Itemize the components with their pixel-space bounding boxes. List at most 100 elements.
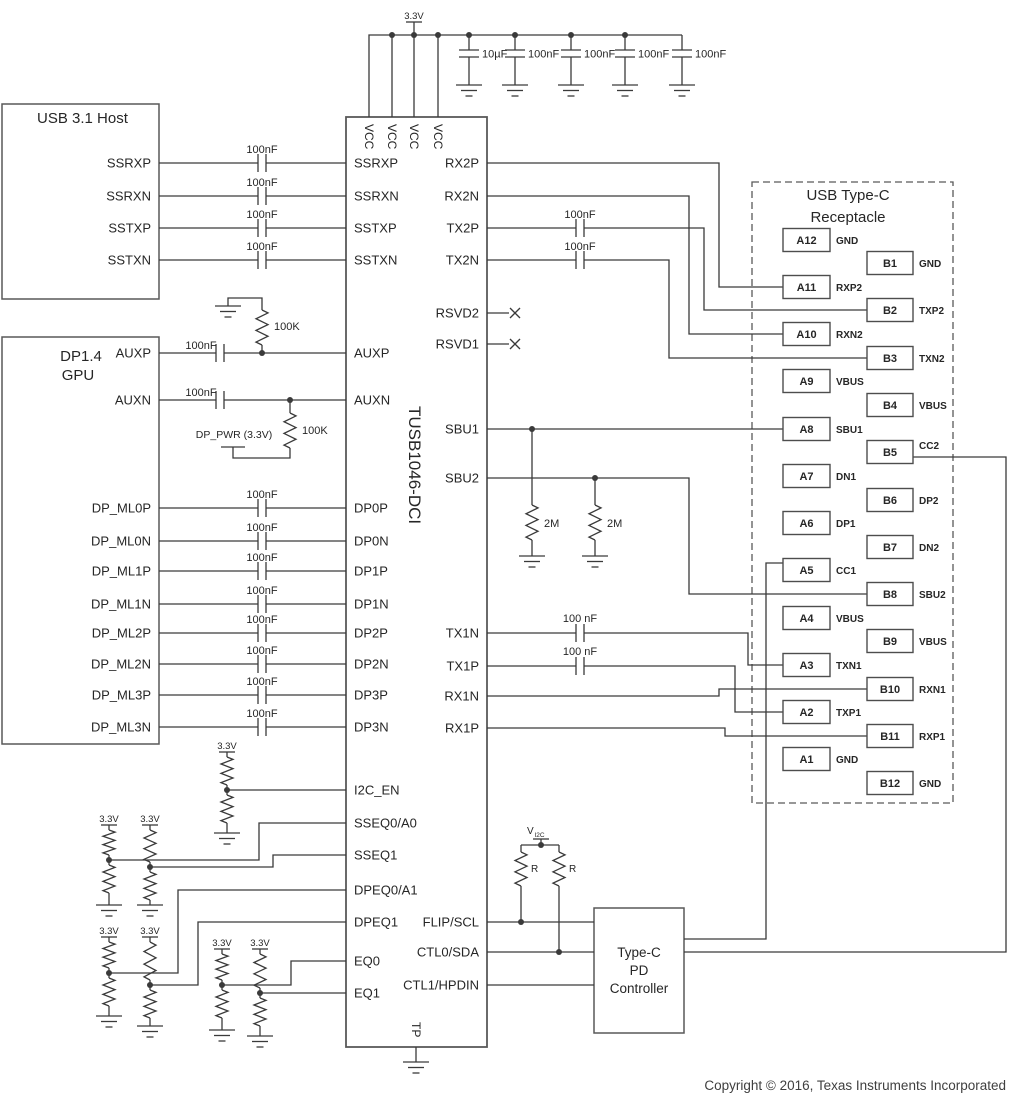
receptacle-signal-b12: GND — [919, 779, 941, 790]
receptacle-pin-b5: B5 — [883, 447, 897, 459]
strap-top-resistor — [252, 953, 268, 989]
auxn-pull-resistor — [282, 412, 298, 449]
supply-label: 3.3V — [250, 938, 270, 949]
receptacle-pin-box-a5 — [782, 557, 831, 583]
receptacle-pin-b8: B8 — [883, 589, 897, 601]
receptacle-signal-a9: VBUS — [836, 377, 864, 388]
scl-pullup-resistor — [513, 851, 529, 887]
receptacle-signal-b5: CC2 — [919, 441, 939, 452]
host-pin-ssrxp: SSRXP — [107, 156, 151, 171]
cap-value: 100nF — [185, 340, 216, 352]
ic-pin-tx1n: TX1N — [446, 626, 479, 641]
usb-host-title: USB 3.1 Host — [37, 110, 129, 127]
cap-value: 100nF — [246, 489, 277, 501]
receptacle-pin-box-b10 — [866, 676, 914, 702]
receptacle-signal-b10: RXN1 — [919, 685, 946, 696]
receptacle-signal-a7: DN1 — [836, 472, 856, 483]
usb-host-box — [1, 103, 160, 300]
receptacle-pin-b1: B1 — [883, 258, 897, 270]
pd-controller-box — [593, 907, 685, 1034]
wire-rx2n — [487, 195, 783, 335]
ic-pin-i2c_en: I2C_EN — [354, 783, 400, 798]
cap-value: 100nF — [246, 614, 277, 626]
ic-pin-dpeq1: DPEQ1 — [354, 915, 398, 930]
receptacle-pin-box-b12 — [866, 770, 914, 796]
i2cen-bottom-resistor — [219, 794, 235, 824]
receptacle-signal-b9: VBUS — [919, 637, 947, 648]
strap-top-resistor — [101, 829, 117, 856]
vi2c-sub-label: I2C — [535, 832, 545, 839]
cap-value: 100nF — [246, 144, 277, 156]
wire-cc2 — [684, 456, 1007, 953]
receptacle-pin-a11: A11 — [797, 282, 817, 294]
gpu-title-1: DP1.4 — [60, 348, 102, 365]
junction-dot — [389, 32, 395, 38]
cap-value: 100 nF — [563, 646, 598, 658]
receptacle-pin-a5: A5 — [799, 565, 813, 577]
receptacle-pin-box-a6 — [782, 510, 831, 536]
cap-value: 100nF — [185, 387, 216, 399]
supply-label: 3.3V — [404, 11, 424, 22]
ic-pin-rx1n: RX1N — [444, 689, 479, 704]
strap-top-resistor — [214, 953, 230, 981]
cap-value: 100nF — [246, 645, 277, 657]
auxn-pull-value: 100K — [302, 425, 328, 437]
receptacle-pin-b6: B6 — [883, 495, 897, 507]
ic-pin-auxn: AUXN — [354, 393, 390, 408]
strap-bottom-resistor — [142, 989, 158, 1019]
receptacle-signal-b8: SBU2 — [919, 590, 946, 601]
receptacle-signal-a2: TXP1 — [836, 708, 861, 719]
ic-pin-sbu1: SBU1 — [445, 422, 479, 437]
pd-title-1: Type-C — [617, 945, 661, 960]
auxp-pull-value: 100K — [274, 321, 300, 333]
junction-dot — [435, 32, 441, 38]
cap-value: 100nF — [564, 241, 595, 253]
no-connect-x — [509, 338, 521, 350]
receptacle-signal-a11: RXP2 — [836, 283, 863, 294]
host-pin-sstxn: SSTXN — [108, 253, 151, 268]
gpu-pin-auxn: AUXN — [115, 393, 151, 408]
ic-pin-rsvd1: RSVD1 — [436, 337, 479, 352]
ic-pin-ctl1-hpdin: CTL1/HPDIN — [403, 978, 479, 993]
supply-label: 3.3V — [99, 926, 119, 937]
ic-pin-dp3n: DP3N — [354, 720, 389, 735]
ic-pin-tp: TP — [409, 1022, 423, 1037]
ic-pin-rsvd2: RSVD2 — [436, 306, 479, 321]
receptacle-pin-box-b9 — [866, 628, 914, 654]
wire-rx1p — [487, 727, 867, 737]
host-pin-ssrxn: SSRXN — [106, 189, 151, 204]
sda-pullup-value: R — [569, 864, 576, 875]
receptacle-signal-a12: GND — [836, 236, 858, 247]
receptacle-signal-a5: CC1 — [836, 566, 856, 577]
copyright-notice: Copyright © 2016, Texas Instruments Inco… — [704, 1078, 1006, 1093]
receptacle-pin-b11: B11 — [880, 731, 900, 743]
ic-pin-ctl0-sda: CTL0/SDA — [417, 945, 479, 960]
gpu-pin-dp_ml3p: DP_ML3P — [92, 688, 151, 703]
ic-pin-sbu2: SBU2 — [445, 471, 479, 486]
ic-pin-tx2n: TX2N — [446, 253, 479, 268]
sbu2-pull-value: 2M — [607, 518, 622, 530]
receptacle-title-1: USB Type-C — [806, 187, 889, 204]
cap-value: 100nF — [246, 708, 277, 720]
receptacle-box — [751, 181, 954, 804]
receptacle-title-2: Receptacle — [810, 209, 885, 226]
receptacle-pin-box-a2 — [782, 699, 831, 725]
supply-label: 3.3V — [140, 926, 160, 937]
strap-bottom-resistor — [142, 871, 158, 901]
wire-tx2p — [584, 227, 867, 311]
wire-dpeq1 — [150, 921, 346, 986]
ic-part-number: TUSB1046-DCI — [405, 406, 424, 524]
ic-pin-tx1p: TX1P — [446, 659, 479, 674]
bypass-cap-value: 100nF — [638, 49, 669, 61]
receptacle-pin-box-b11 — [866, 723, 914, 749]
gpu-pin-dp_ml1n: DP_ML1N — [91, 597, 151, 612]
receptacle-pin-box-b7 — [866, 534, 914, 560]
ic-pin-rx2p: RX2P — [445, 156, 479, 171]
receptacle-pin-a2: A2 — [799, 707, 813, 719]
receptacle-signal-b2: TXP2 — [919, 306, 944, 317]
receptacle-pin-a8: A8 — [799, 424, 813, 436]
receptacle-signal-a8: SBU1 — [836, 425, 863, 436]
strap-bottom-resistor — [101, 977, 117, 1007]
